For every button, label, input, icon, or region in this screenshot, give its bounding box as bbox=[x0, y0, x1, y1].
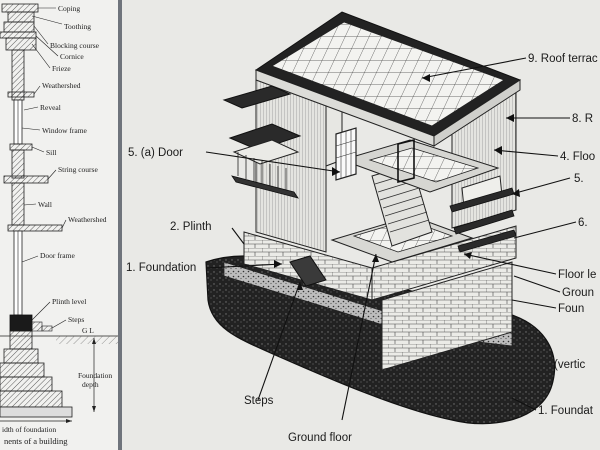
entry-steps bbox=[289, 255, 327, 287]
label-weathershed-top: Weathershed bbox=[42, 81, 81, 90]
lower-brick-wall bbox=[381, 261, 513, 371]
label-window-frame: Window frame bbox=[42, 126, 88, 135]
roof-terrace-tiles bbox=[271, 21, 505, 127]
parapet-right bbox=[433, 79, 521, 147]
label-gl: G L bbox=[82, 326, 94, 335]
label-weathershed-mid: Weathershed bbox=[68, 215, 107, 224]
right-leader-lines bbox=[205, 57, 577, 421]
label-plinth-level: Plinth level bbox=[52, 297, 86, 306]
label-floor-level: Floor le bbox=[558, 269, 596, 281]
right-windows bbox=[449, 175, 517, 253]
panel-divider bbox=[118, 0, 122, 450]
label-vertical: (vertic bbox=[554, 359, 586, 371]
label-steps: Steps bbox=[244, 395, 274, 407]
label-reveal: Reveal bbox=[40, 103, 61, 112]
stepped-foundation bbox=[0, 330, 73, 418]
label-foundation-depth-2: depth bbox=[82, 380, 99, 389]
label-ground: Groun bbox=[562, 287, 594, 299]
sunshade-upper bbox=[222, 85, 292, 109]
left-leader-lines bbox=[21, 7, 67, 329]
wall-section bbox=[3, 49, 63, 316]
door bbox=[335, 127, 357, 181]
label-8: 8. R bbox=[572, 113, 593, 125]
label-steps: Steps bbox=[68, 315, 84, 324]
label-blocking-course: Blocking course bbox=[50, 41, 100, 50]
label-coping: Coping bbox=[58, 4, 80, 13]
label-foundation-left: 1. Foundation bbox=[126, 262, 196, 274]
label-frieze: Frieze bbox=[52, 64, 71, 73]
label-plinth: 2. Plinth bbox=[170, 221, 212, 233]
right-arrowheads bbox=[274, 74, 520, 290]
dimension-lines bbox=[0, 338, 96, 423]
cross-section-drawing: Coping Toothing Blocking course Cornice … bbox=[0, 3, 118, 446]
coping-block bbox=[0, 3, 39, 51]
label-width-of-foundation: idth of foundation bbox=[2, 425, 56, 434]
first-floor-door-frame bbox=[397, 138, 415, 184]
label-roof-terrace: 9. Roof terrac bbox=[528, 53, 598, 65]
label-foundation-depth-1: Foundation bbox=[78, 371, 112, 380]
label-door: 5. (a) Door bbox=[128, 147, 183, 159]
label-5: 5. bbox=[574, 173, 584, 185]
label-floor-4: 4. Floo bbox=[560, 151, 595, 163]
isometric-building-panel: 9. Roof terrac 8. R 5. (a) Door 4. Floo … bbox=[122, 0, 600, 450]
label-door-frame: Door frame bbox=[40, 251, 75, 260]
balcony bbox=[228, 123, 302, 199]
label-toothing: Toothing bbox=[64, 22, 91, 31]
label-sill: Sill bbox=[46, 148, 56, 157]
figure-caption: nents of a building bbox=[4, 436, 68, 446]
isometric-building-drawing: 9. Roof terrac 8. R 5. (a) Door 4. Floo … bbox=[126, 11, 598, 444]
label-wall: Wall bbox=[38, 200, 52, 209]
label-found: Foun bbox=[558, 303, 584, 315]
label-6: 6. bbox=[578, 217, 588, 229]
label-ground-floor: Ground floor bbox=[288, 432, 352, 444]
label-cornice: Cornice bbox=[60, 52, 84, 61]
label-string-course: String course bbox=[58, 165, 98, 174]
cross-section-panel: Coping Toothing Blocking course Cornice … bbox=[0, 0, 118, 450]
label-foundation-bottom: 1. Foundat bbox=[538, 405, 594, 417]
